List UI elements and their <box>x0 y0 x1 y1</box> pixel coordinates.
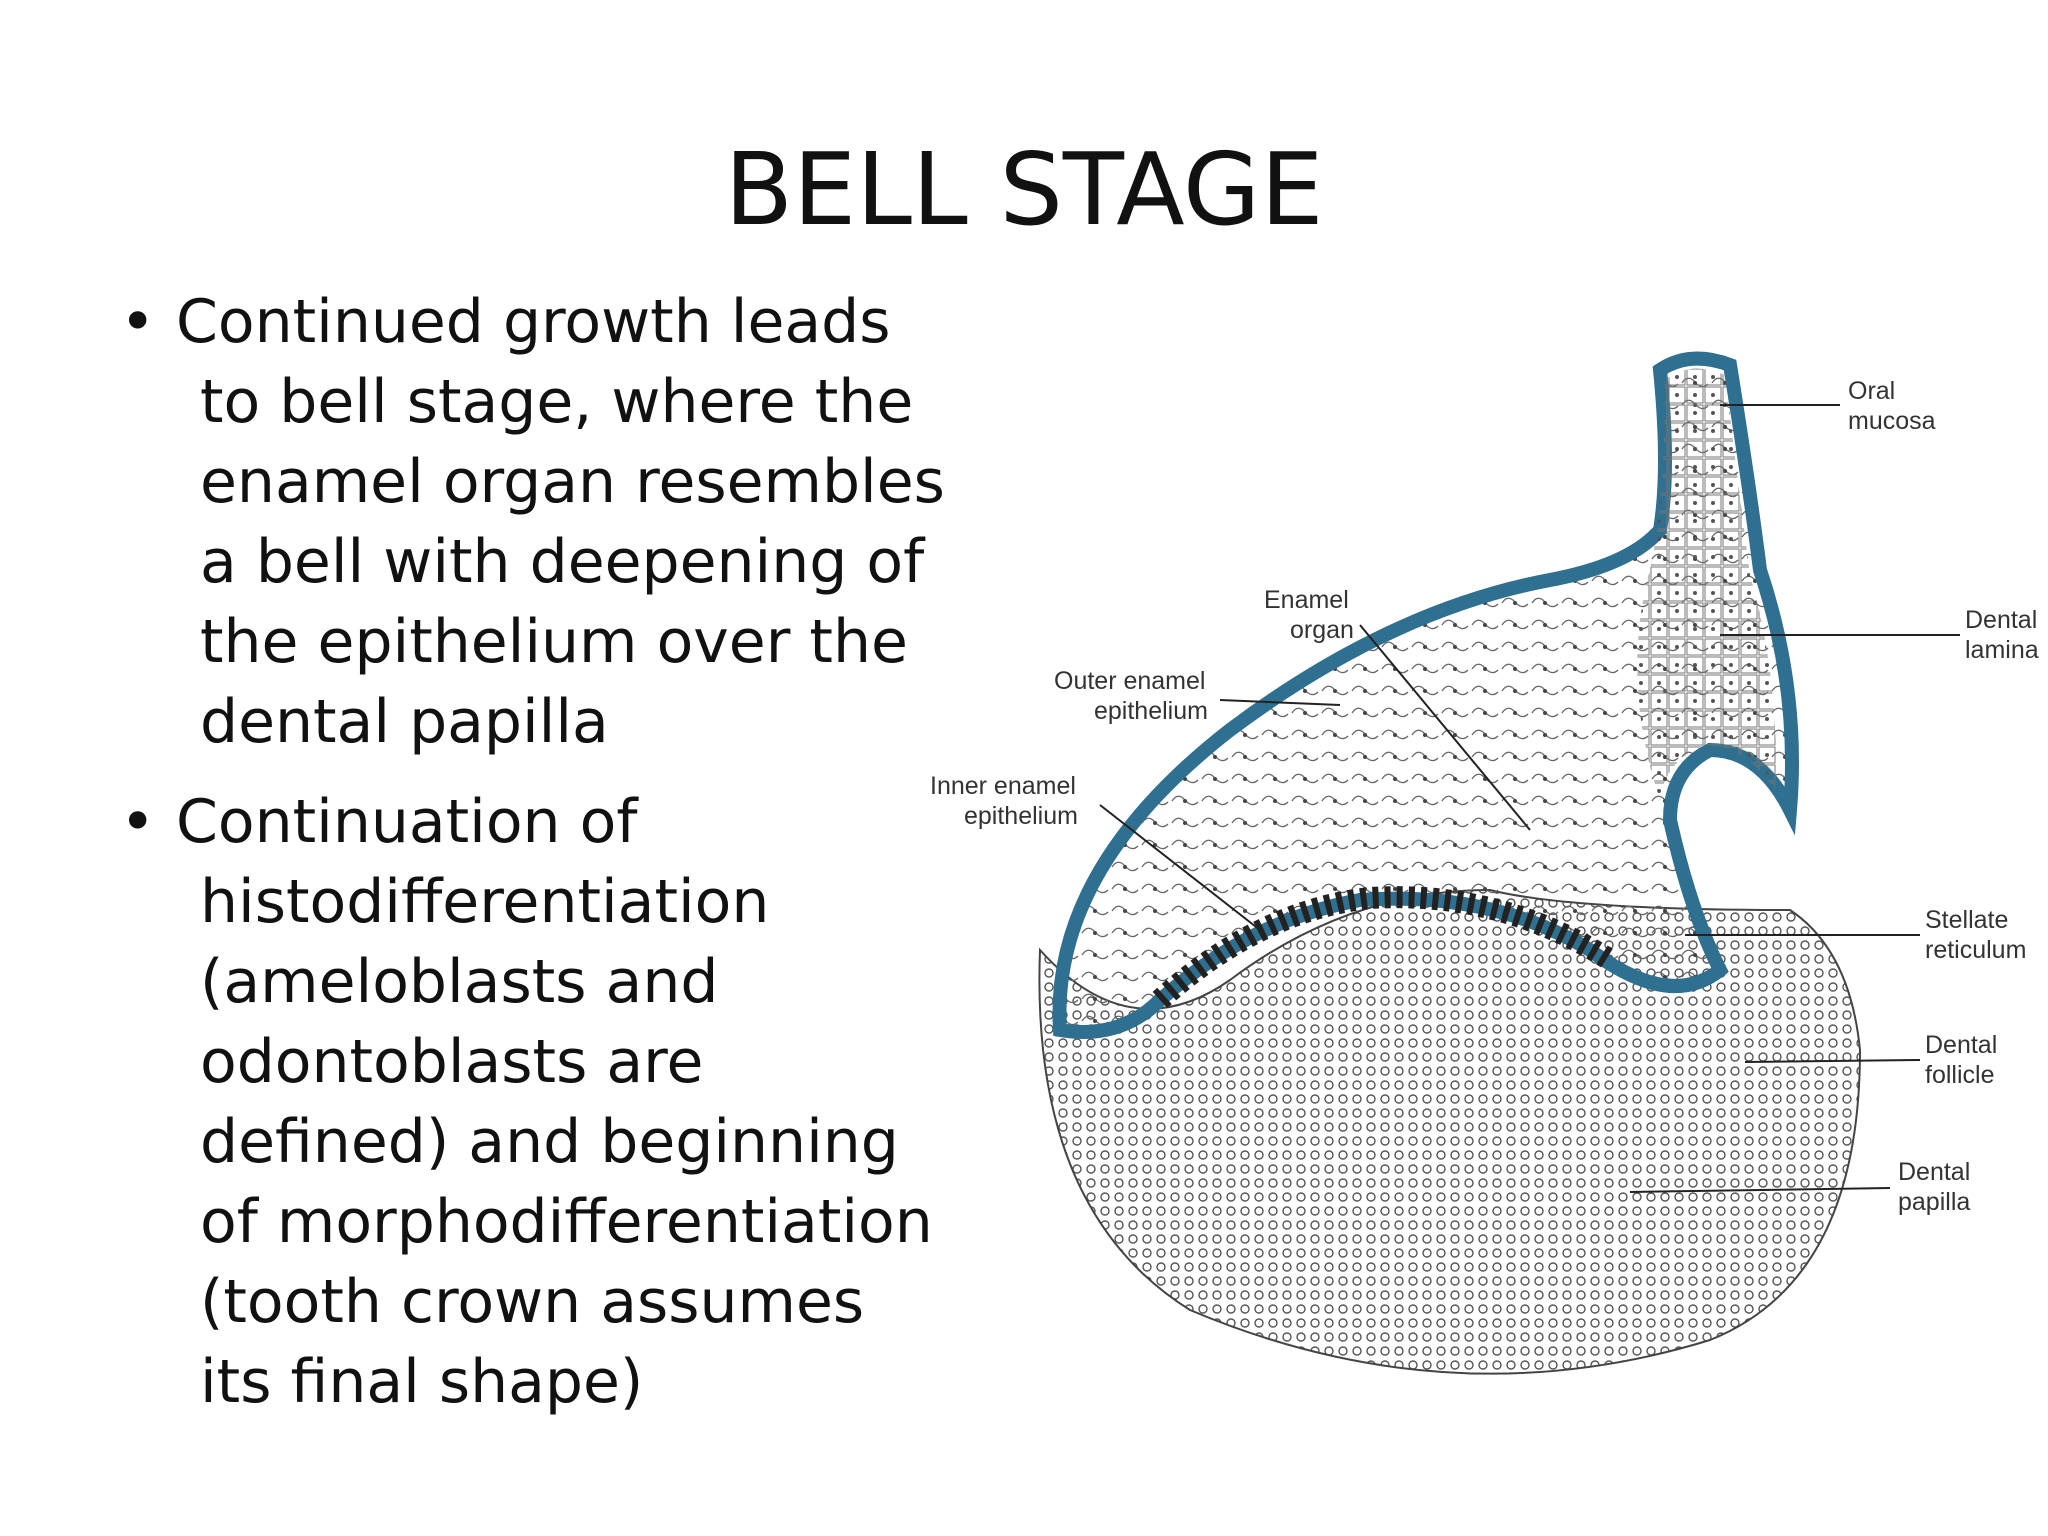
label-enamel-organ-2: organ <box>1290 616 1354 644</box>
dental-papilla-shape <box>1038 888 1862 1375</box>
bullet-item: • Continuation of histodifferentiation (a… <box>120 782 950 1422</box>
leader-lines <box>1099 404 1960 1193</box>
bullet-text: Continued growth leads to bell stage, wh… <box>176 287 945 757</box>
label-dental-lamina-2: lamina <box>1965 636 2039 664</box>
label-follicle-2: follicle <box>1925 1061 1994 1089</box>
bullet-dot: • <box>120 287 156 357</box>
label-stellate-2: reticulum <box>1925 936 2026 964</box>
bullet-item: • Continued growth leads to bell stage, w… <box>120 282 950 762</box>
label-inner-enamel-2: epithelium <box>964 802 1078 830</box>
label-papilla-2: papilla <box>1898 1188 1970 1216</box>
dental-lamina-shape <box>1637 368 1776 800</box>
label-dental-lamina-1: Dental <box>1965 606 2037 634</box>
label-papilla-1: Dental <box>1898 1158 1970 1186</box>
bullet-list: • Continued growth leads to bell stage, w… <box>120 282 950 1442</box>
label-follicle-1: Dental <box>1925 1031 1997 1059</box>
inner-enamel-band <box>1152 886 1616 1009</box>
bullet-dot: • <box>120 787 156 857</box>
label-inner-enamel-1: Inner enamel <box>930 772 1076 800</box>
label-oral-mucosa-2: mucosa <box>1848 407 1936 435</box>
bullet-text: Continuation of histodifferentiation (am… <box>176 787 933 1417</box>
bell-stage-diagram: Oral mucosa Dental lamina Enamel organ O… <box>930 350 2048 1400</box>
label-oral-mucosa-1: Oral <box>1848 377 1895 405</box>
label-outer-enamel-2: epithelium <box>1094 697 1208 725</box>
label-outer-enamel-1: Outer enamel <box>1054 667 1205 695</box>
label-enamel-organ-1: Enamel <box>1264 586 1349 614</box>
diagram-svg: Oral mucosa Dental lamina Enamel organ O… <box>930 351 2039 1375</box>
label-stellate-1: Stellate <box>1925 906 2008 934</box>
slide-title: BELL STAGE <box>724 131 1324 248</box>
